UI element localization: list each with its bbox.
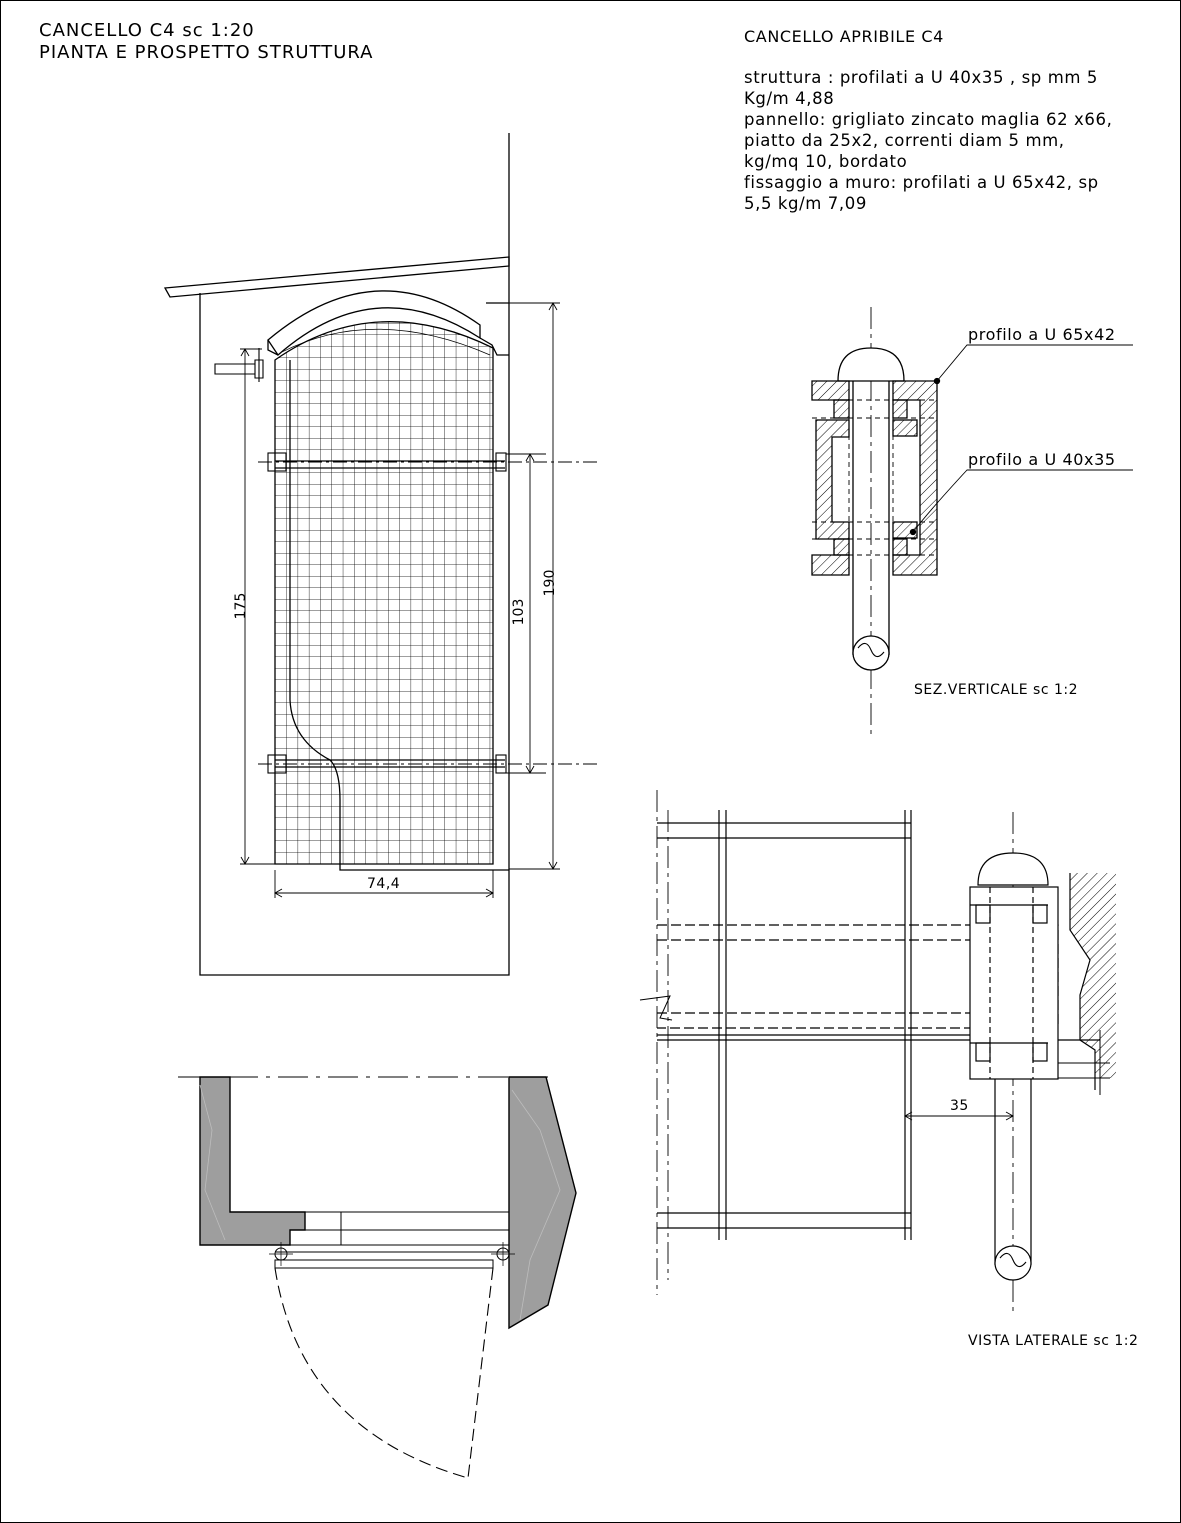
- sheet-subtitle: PIANTA E PROSPETTO STRUTTURA: [39, 42, 374, 63]
- hinge-block: [969, 886, 1059, 1080]
- spec-line: pannello: grigliato zincato maglia 62 x6…: [744, 110, 1113, 129]
- side-wall-hatch: [1070, 873, 1116, 1078]
- label-profile-65x42: profilo a U 65x42: [968, 325, 1116, 344]
- side-view: [639, 790, 1116, 1312]
- spec-line: piatto da 25x2, correnti diam 5 mm,: [744, 131, 1065, 150]
- bolt-head: [837, 347, 905, 382]
- plan-wall-right: [508, 1076, 577, 1330]
- spec-heading: CANCELLO APRIBILE C4: [744, 27, 944, 46]
- spec-line: fissaggio a muro: profilati a U 65x42, s…: [744, 173, 1099, 192]
- elevation-view: [163, 133, 598, 976]
- label-profile-40x35: profilo a U 40x35: [968, 450, 1116, 469]
- dim-offset: 35: [950, 1098, 969, 1114]
- spec-block: struttura : profilati a U 40x35 , sp mm …: [744, 67, 1112, 214]
- sheet-title: CANCELLO C4 sc 1:20: [39, 20, 255, 41]
- lower-rail: [275, 759, 505, 768]
- side-caption: VISTA LATERALE sc 1:2: [968, 1333, 1139, 1349]
- upper-rail: [275, 460, 505, 469]
- mesh-panel: [274, 321, 494, 865]
- profile-40x35: [815, 419, 850, 540]
- plan-wall-left: [199, 1076, 306, 1246]
- section-caption: SEZ.VERTICALE sc 1:2: [914, 682, 1079, 698]
- spec-line: 5,5 kg/m 7,09: [744, 194, 867, 213]
- wall-outline: [199, 133, 510, 976]
- arch-end-left: [267, 340, 279, 356]
- plan-view: [178, 1076, 577, 1479]
- spec-line: kg/mq 10, bordato: [744, 152, 908, 171]
- dim-width: 74,4: [367, 876, 401, 892]
- dim-height-total: 190: [542, 569, 558, 597]
- arch-end-right: [479, 337, 509, 356]
- bolt-handle: [214, 348, 264, 382]
- roof-slab: [163, 256, 510, 298]
- spec-line: struttura : profilati a U 40x35 , sp mm …: [744, 68, 1098, 87]
- section-view: [811, 307, 1133, 734]
- side-bolt-head: [977, 852, 1049, 886]
- dim-height-hinge: 175: [233, 592, 249, 620]
- spec-line: Kg/m 4,88: [744, 89, 835, 108]
- dim-hinge-spacing: 103: [511, 598, 527, 626]
